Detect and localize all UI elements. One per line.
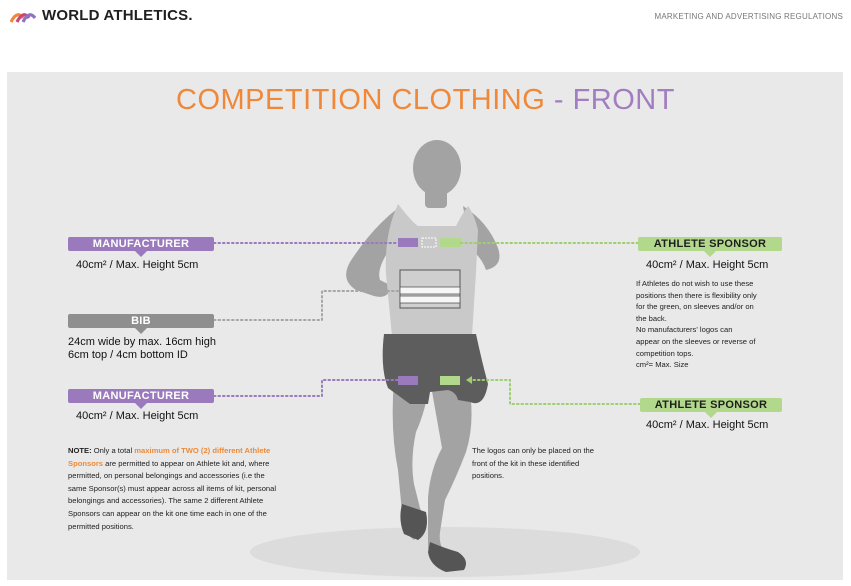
world-athletics-logo: WORLD ATHLETICS. (10, 7, 193, 24)
manufacturer-zone-top (398, 238, 418, 247)
flexibility-note-line: No manufacturers' logos can (636, 325, 733, 335)
arrow-head-icon (466, 376, 472, 384)
flexibility-note-line: for the green, on sleeves and/or on (636, 302, 754, 312)
note-line: permitted positions. (68, 521, 134, 531)
runner-shorts (382, 334, 488, 404)
manufacturer-top-badge: MANUFACTURER (68, 237, 214, 257)
title-part-2: FRONT (572, 84, 675, 116)
flexibility-note-line: appear on the sleeves or reverse of (636, 336, 756, 346)
note-line-1: NOTE: Only a total maximum of TWO (2) di… (68, 445, 318, 458)
placement-note-line: positions. (472, 471, 505, 481)
runner-shoe-left (400, 504, 427, 540)
note-line: permitted, on personal belongings and ac… (68, 471, 265, 481)
note-line: belongings and accessories). The same 2 … (68, 496, 264, 506)
connector-bib (213, 290, 401, 321)
runner-left-arm (346, 208, 398, 297)
placement-note-line: front of the kit in these identified (472, 458, 580, 468)
sponsor-limit-note: NOTE: Only a total maximum of TWO (2) di… (68, 445, 318, 533)
runner-head (413, 140, 461, 196)
manufacturer-bottom-spec: 40cm² / Max. Height 5cm (76, 410, 199, 422)
connector-manufacturer-bottom (213, 379, 399, 397)
document-title: MARKETING AND ADVERTISING REGULATIONS (654, 12, 843, 21)
flexibility-note-line: the back. (636, 313, 667, 323)
bib-top-id (399, 286, 461, 295)
note-highlight: Sponsors (68, 458, 104, 468)
note-text: are permitted to appear on Athlete kit a… (103, 458, 270, 468)
flexibility-note: If Athletes do not wish to use these pos… (636, 278, 757, 371)
athlete-sponsor-top-badge: ATHLETE SPONSOR (638, 237, 782, 257)
runner-figure (346, 140, 500, 570)
note-line: same Sponsor(s) must appear across all i… (68, 483, 277, 493)
runner-neck (425, 188, 447, 208)
flexibility-note-line: competition tops. (636, 348, 694, 358)
flexibility-note-line: If Athletes do not wish to use these (636, 279, 754, 288)
title-separator: - (545, 84, 573, 116)
bib-spec-line-2: 6cm top / 4cm bottom ID (68, 349, 188, 361)
note-line: Sponsors can appear on the kit one time … (68, 508, 267, 518)
placement-note: The logos can only be placed on the fron… (472, 445, 594, 483)
manufacturer-zone-top-alt (421, 237, 437, 248)
note-highlight: maximum of TWO (2) different Athlete (134, 446, 271, 455)
athlete-sponsor-top-spec: 40cm² / Max. Height 5cm (646, 259, 769, 271)
note-text: Only a total (91, 446, 135, 455)
athlete-sponsor-bottom-badge: ATHLETE SPONSOR (640, 398, 782, 418)
runner-shoe-right (428, 542, 466, 572)
bib-bottom-id (399, 295, 461, 304)
manufacturer-zone-bottom (398, 376, 418, 385)
flexibility-note-line: cm²= Max. Size (636, 360, 689, 370)
connector-sponsor-bottom (465, 379, 641, 405)
bib-badge: BIB (68, 314, 214, 334)
runner-left-leg (392, 380, 430, 540)
runner-right-leg (428, 380, 472, 570)
note-line-2: Sponsors are permitted to appear on Athl… (68, 458, 318, 471)
title-part-1: COMPETITION CLOTHING (176, 84, 546, 116)
manufacturer-bottom-badge: MANUFACTURER (68, 389, 214, 409)
brand-name: WORLD ATHLETICS. (42, 7, 193, 24)
manufacturer-top-spec: 40cm² / Max. Height 5cm (76, 259, 199, 271)
bib-spec-line-1: 24cm wide by max. 16cm high (68, 336, 216, 348)
flexibility-note-line: positions then there is flexibility only (636, 290, 757, 300)
athlete-sponsor-bottom-spec: 40cm² / Max. Height 5cm (646, 419, 769, 431)
sponsor-zone-bottom (440, 376, 460, 385)
placement-note-line: The logos can only be placed on the (472, 446, 595, 455)
page-title: COMPETITION CLOTHING - FRONT (0, 84, 851, 117)
sponsor-zone-top (440, 238, 461, 247)
note-prefix: NOTE: (68, 446, 92, 455)
world-athletics-emblem-icon (10, 12, 36, 23)
